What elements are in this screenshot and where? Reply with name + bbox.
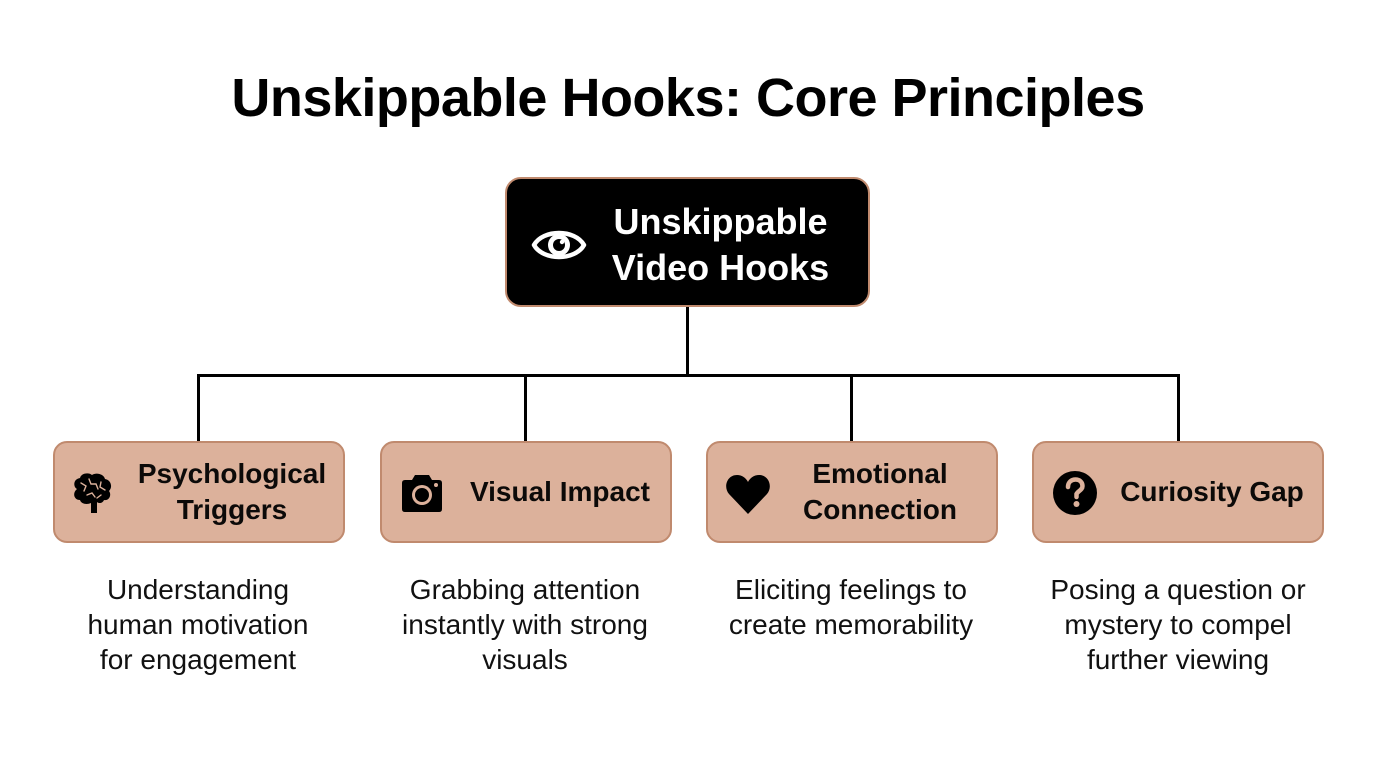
connector-stem <box>686 307 689 376</box>
root-label-line-1: Unskippable <box>613 201 828 242</box>
description-psychological-triggers: Understanding human motivation for engag… <box>38 572 358 677</box>
connector-horizontal <box>197 374 1180 377</box>
node-label: Emotional Connection <box>782 456 978 528</box>
description-visual-impact: Grabbing attention instantly with strong… <box>365 572 685 677</box>
desc-line: create memorability <box>728 609 974 640</box>
desc-line: Understanding <box>106 574 290 605</box>
desc-line: instantly with strong <box>402 609 648 640</box>
node-emotional-connection: Emotional Connection <box>706 441 998 543</box>
desc-line: human motivation <box>87 609 309 640</box>
brain-icon <box>74 473 112 513</box>
node-label: Visual Impact <box>460 474 660 510</box>
node-label-line-1: Psychological <box>137 458 327 489</box>
node-label: Curiosity Gap <box>1110 474 1314 510</box>
connector-drop-1 <box>197 374 200 442</box>
description-curiosity-gap: Posing a question or mystery to compel f… <box>1018 572 1338 677</box>
node-curiosity-gap: Curiosity Gap <box>1032 441 1324 543</box>
camera-icon <box>402 475 442 512</box>
node-label-line-1: Emotional <box>812 458 948 489</box>
eye-icon <box>531 230 587 260</box>
node-label-line-1: Visual Impact <box>469 476 650 507</box>
heart-icon <box>726 475 770 514</box>
connector-drop-2 <box>524 374 527 442</box>
question-circle-icon <box>1053 471 1097 515</box>
diagram-title: Unskippable Hooks: Core Principles <box>231 68 1145 128</box>
root-node: Unskippable Video Hooks <box>505 177 870 307</box>
desc-line: Eliciting feelings to <box>735 574 967 605</box>
node-label-line-1: Curiosity Gap <box>1120 476 1304 507</box>
connector-drop-4 <box>1177 374 1180 442</box>
root-label-line-2: Video Hooks <box>611 247 830 288</box>
description-emotional-connection: Eliciting feelings to create memorabilit… <box>691 572 1011 642</box>
desc-line: for engagement <box>99 644 297 675</box>
node-psychological-triggers: Psychological Triggers <box>53 441 345 543</box>
root-label: Unskippable Video Hooks <box>603 199 838 291</box>
desc-line: Grabbing attention <box>409 574 641 605</box>
connector-drop-3 <box>850 374 853 442</box>
desc-line: further viewing <box>1086 644 1270 675</box>
node-label-line-2: Connection <box>803 494 957 525</box>
node-visual-impact: Visual Impact <box>380 441 672 543</box>
desc-line: mystery to compel <box>1064 609 1292 640</box>
node-label: Psychological Triggers <box>127 456 337 528</box>
desc-line: visuals <box>482 644 568 675</box>
desc-line: Posing a question or <box>1050 574 1306 605</box>
node-label-line-2: Triggers <box>176 494 288 525</box>
